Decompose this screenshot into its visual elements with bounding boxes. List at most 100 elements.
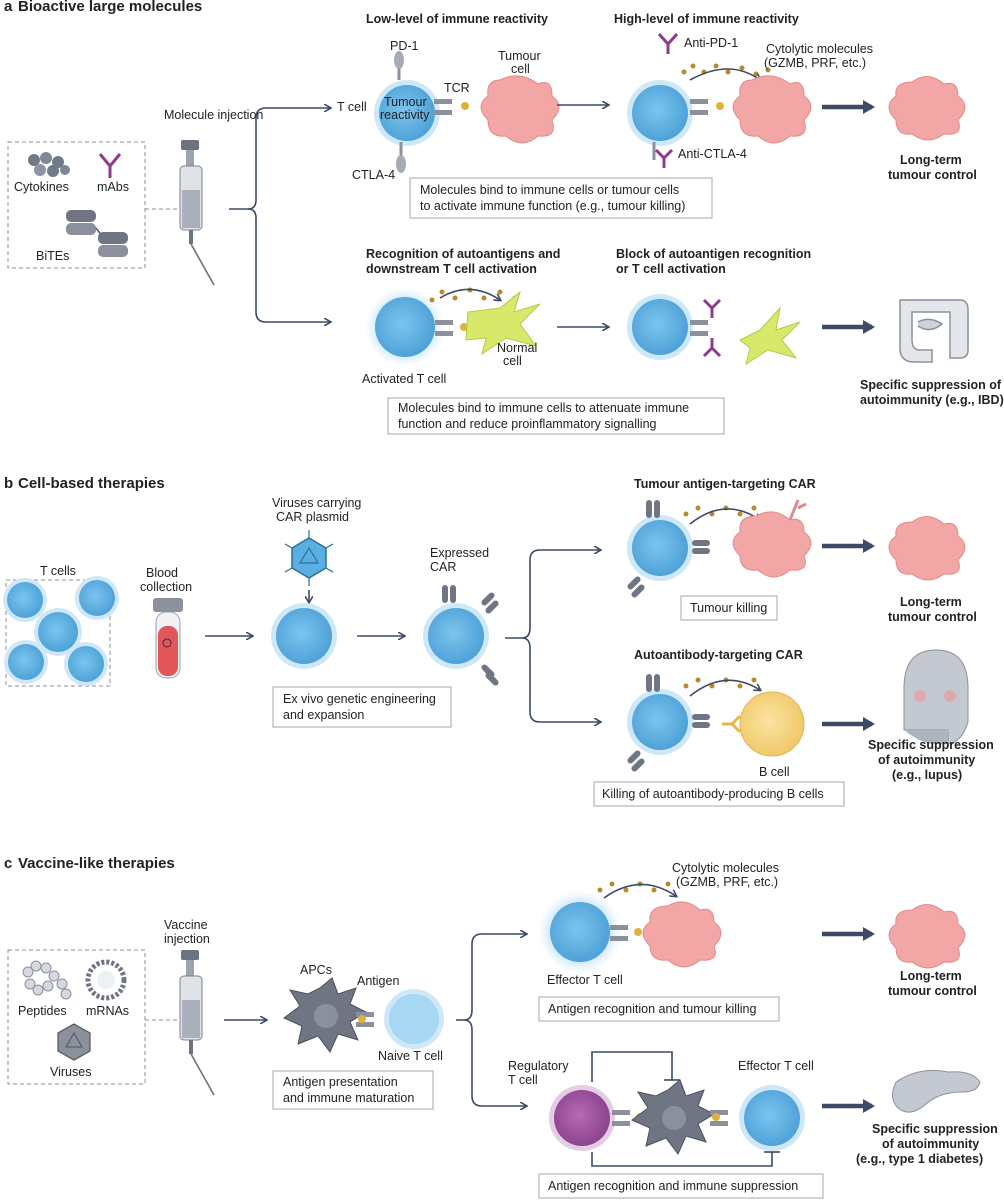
pd1-label: PD-1	[390, 39, 419, 53]
cytolytic-label-a: Cytolytic molecules(GZMB, PRF, etc.)	[764, 42, 873, 70]
normal-cell-a	[465, 290, 541, 356]
effector-t-cell-2	[744, 1090, 800, 1146]
peptides-icon	[22, 960, 72, 1000]
tumour-cell-a-low	[480, 75, 560, 144]
branch-arrow-c-top	[456, 934, 526, 1021]
syringe-icon-c	[179, 950, 215, 1096]
viruses-label: Viruses	[50, 1065, 91, 1079]
intestine-icon	[899, 299, 969, 363]
mabs-label: mAbs	[97, 180, 129, 194]
t-cell-a-low	[379, 85, 435, 141]
t-cell-a-high	[632, 85, 688, 141]
cytolytic-label-c: Cytolytic molecules(GZMB, PRF, etc.)	[672, 861, 779, 889]
mrna-icon	[85, 959, 127, 1001]
regulatory-t-cell	[554, 1090, 610, 1146]
car-receptors	[442, 585, 499, 686]
cytolytic-arrow-a	[689, 68, 760, 80]
tumour-car-title: Tumour antigen-targeting CAR	[634, 477, 816, 491]
cytolytic-arrow-c	[603, 883, 676, 899]
anti-ctla4-label: Anti-CTLA-4	[678, 147, 747, 161]
car-receptors-bcell	[627, 674, 710, 772]
b-cell	[739, 691, 805, 757]
cytolytic-dots-a	[681, 63, 771, 77]
tcr-receptor-a	[434, 99, 469, 115]
tcr-receptor-effector2	[710, 1110, 728, 1126]
effector-t-cell-2-label: Effector T cell	[738, 1059, 814, 1073]
branch-arrow-a-bottom	[247, 208, 330, 322]
apcs-label: APCs	[300, 963, 332, 977]
section-c-letter: c	[4, 855, 12, 872]
t-cell-engineering	[276, 608, 332, 664]
tumour-cell-a-high	[732, 75, 812, 144]
t-cell-label-a: T cell	[337, 100, 367, 114]
tumour-cell-c	[642, 901, 722, 968]
bcell-killing-caption: Killing of autoantibody-producing B cell…	[602, 787, 824, 801]
virus-icon-c	[57, 1023, 91, 1061]
bites-icon	[66, 210, 128, 257]
cytokines-label: Cytokines	[14, 180, 69, 194]
ctla4-receptor	[396, 142, 406, 173]
naive-t-cell	[389, 994, 439, 1044]
car-t-cell	[428, 608, 484, 664]
virus-icon-b	[284, 530, 334, 586]
apc-cell-c2	[631, 1079, 716, 1155]
caption-a-bottom: Molecules bind to immune cells to attenu…	[398, 401, 689, 431]
section-a: a Bioactive large molecules Cytokines mA…	[4, 0, 1004, 435]
bcell-killing-caption-box	[593, 781, 845, 807]
input-box-a	[7, 141, 146, 269]
pancreas-icon	[892, 1069, 981, 1113]
t-cells-cluster	[3, 576, 119, 686]
inhibit-line-effector	[591, 1152, 773, 1167]
suppression-caption-box	[538, 1173, 824, 1199]
cytolytic-dots-b1	[683, 505, 757, 517]
ctla4-label: CTLA-4	[352, 168, 395, 182]
caption-box-a-top	[409, 177, 713, 219]
tumour-killing-c-caption: Antigen recognition and tumour killing	[548, 1002, 757, 1016]
pd1-receptor	[394, 51, 404, 80]
section-a-title: Bioactive large molecules	[18, 0, 202, 15]
tumour-outcome-a	[888, 76, 966, 141]
caption-box-a-bottom	[387, 397, 725, 435]
branch-arrow-b-top	[505, 550, 600, 639]
tumour-outcome-c	[888, 904, 966, 969]
tumour-outcome-b	[888, 516, 966, 581]
engineering-caption-box	[272, 686, 452, 728]
tcr-receptor-a-high	[690, 99, 724, 115]
blocking-antibodies	[690, 298, 722, 358]
anti-pd1-antibody	[657, 32, 679, 54]
input-box-c	[7, 949, 146, 1085]
b-cell-label: B cell	[759, 765, 790, 779]
caption-a-top: Molecules bind to immune cells or tumour…	[420, 183, 685, 213]
tumour-cell-b	[732, 511, 812, 578]
t-cells-box	[5, 579, 111, 687]
suppression-caption: Antigen recognition and immune suppressi…	[548, 1179, 798, 1193]
cytokines-icon	[28, 152, 70, 177]
section-b-title: Cell-based therapies	[18, 475, 165, 492]
tcr-label: TCR	[444, 81, 470, 95]
cytolytic-arrow-b2	[689, 679, 760, 697]
tumour-killing-c-caption-box	[538, 996, 780, 1022]
naive-t-cell-label: Naive T cell	[378, 1049, 443, 1063]
effector-t-cell-c	[550, 902, 610, 962]
t-cell-blocked	[632, 299, 688, 355]
tcr-receptor-c	[610, 925, 642, 941]
head-icon	[903, 649, 969, 745]
section-a-letter: a	[4, 0, 13, 15]
section-c-title: Vaccine-like therapies	[18, 855, 175, 872]
activated-t-cell-label: Activated T cell	[362, 372, 446, 386]
presentation-caption-box	[272, 1070, 434, 1110]
autoantibody-icon	[722, 714, 742, 734]
